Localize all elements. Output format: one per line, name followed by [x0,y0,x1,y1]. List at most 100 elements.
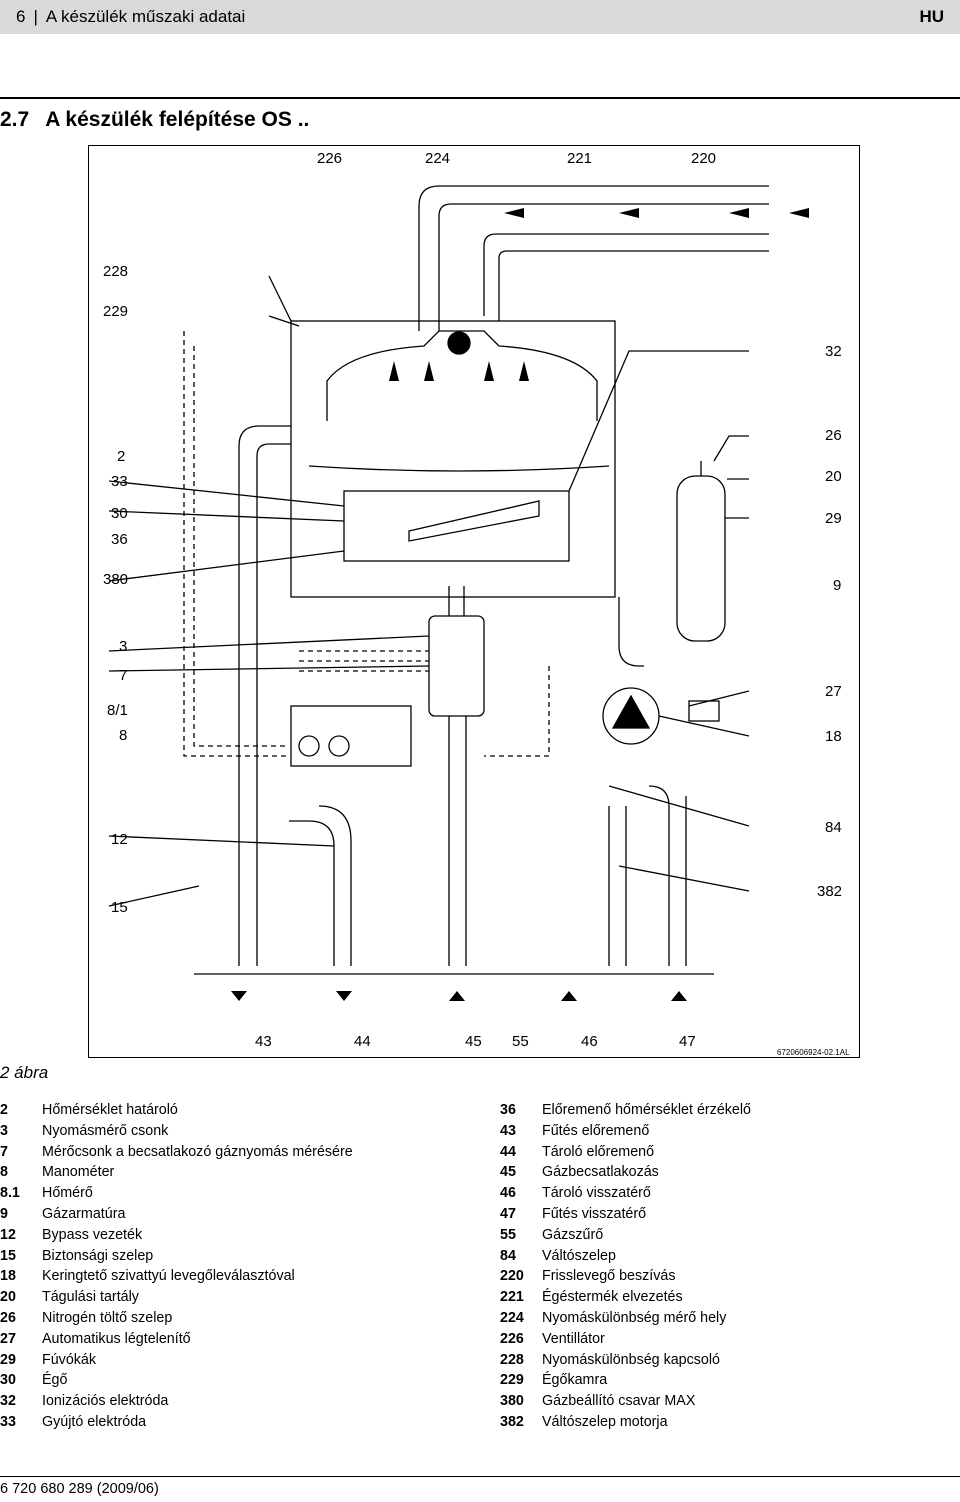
label-221: 221 [567,150,593,167]
expansion-tank [676,475,726,642]
legend-item: 55 Gázszűrő [500,1225,751,1246]
page-number: 6 [16,7,26,26]
section-title: 2.7 A készülék felépítése OS .. [0,108,309,132]
legend-number: 7 [0,1143,8,1160]
legend-text: Keringtető szivattyú levegőleválasztóval [42,1268,295,1285]
section-rule [0,97,960,99]
legend-number: 55 [500,1226,516,1243]
legend-number: 36 [500,1102,516,1118]
label-2: 2 [117,448,126,465]
boiler-diagram: 226 224 221 220 228 229 32 2 33 30 36 38… [88,145,860,1058]
label-382: 382 [817,883,843,900]
legend-text: Gyújtó elektróda [42,1413,147,1430]
legend-number: 46 [500,1185,516,1202]
label-45: 45 [465,1033,482,1050]
legend-item: 32 Ionizációs elektróda [0,1391,353,1412]
legend-item: 29 Fúvókák [0,1350,353,1371]
label-15: 15 [111,899,128,916]
legend-text: Tároló előremenő [542,1143,655,1160]
legend-number: 15 [0,1247,16,1264]
label-26: 26 [825,427,842,444]
legend-text: Váltószelep [542,1247,616,1264]
section-number: 2.7 [0,108,30,131]
legend-number: 47 [500,1205,516,1222]
legend-text: Manométer [42,1164,115,1181]
flow-arrows [231,208,809,1001]
legend-number: 3 [0,1122,8,1139]
legend-text: Tágulási tartály [42,1289,139,1306]
label-3: 3 [119,638,128,655]
legend-item: 3 Nyomásmérő csonk [0,1121,353,1142]
legend-text: Frisslevegő beszívás [542,1268,676,1285]
label-8-1: 8/1 [107,702,128,719]
knob-right [328,735,350,757]
legend-text: Hőmérséklet határoló [42,1102,178,1118]
label-84: 84 [825,819,842,836]
legend-text: Égőkamra [542,1372,608,1389]
combustion-chamber [290,320,616,598]
label-47: 47 [679,1033,696,1050]
legend-text: Bypass vezeték [42,1226,143,1243]
legend-number: 32 [0,1393,16,1410]
boiler-schematic [108,185,809,1001]
footer-rule [0,1476,960,1477]
legend-number: 2 [0,1102,8,1118]
legend-text: Fűtés előremenő [542,1122,650,1139]
label-29: 29 [825,510,842,527]
legend-item: 7 Mérőcsonk a becsatlakozó gáznyomás méré… [0,1142,353,1163]
language-code: HU [919,7,944,26]
legend-text: Gázbeállító csavar MAX [542,1393,696,1410]
page-header: 6 | A készülék műszaki adatai HU [0,0,960,34]
header-separator: | [33,7,38,26]
legend-text: Nyomáskülönbség mérő hely [542,1309,727,1326]
legend-number: 8.1 [0,1185,20,1202]
label-33: 33 [111,473,128,490]
legend-number: 33 [0,1413,16,1430]
legend-number: 84 [500,1247,516,1264]
legend-number: 380 [500,1393,524,1410]
legend-text: Előremenő hőmérséklet érzékelő [542,1102,751,1118]
label-8: 8 [119,727,128,744]
label-20: 20 [825,468,842,485]
label-12: 12 [111,831,128,848]
legend-number: 29 [0,1351,16,1368]
label-30: 30 [111,505,128,522]
legend-text: Nyomásmérő csonk [42,1122,169,1139]
figure-code: 6720606924-02.1AL [777,1048,850,1057]
legend-text: Fúvókák [42,1351,97,1368]
flue-hood [326,330,598,421]
legend-number: 45 [500,1164,516,1181]
knob-left [298,735,320,757]
legend-text: Mérőcsonk a becsatlakozó gáznyomás mérés… [42,1143,353,1160]
flow-pipe-left [238,425,291,966]
legend-number: 9 [0,1205,8,1222]
legend-number: 226 [500,1330,524,1347]
legend-text: Égő [42,1372,68,1389]
legend-text: Ionizációs elektróda [42,1393,169,1410]
legend-text: Fűtés visszatérő [542,1205,647,1222]
legend-text: Gázszűrő [542,1226,604,1243]
label-220: 220 [691,150,717,167]
legend-number: 229 [500,1372,524,1389]
legend-number: 228 [500,1351,524,1368]
legend-number: 27 [0,1330,16,1347]
legend-item: 229 Égőkamra [500,1370,751,1391]
section-heading: A készülék felépítése OS .. [45,108,310,131]
legend-item: 84 Váltószelep [500,1246,751,1267]
legend-item: 33 Gyújtó elektróda [0,1412,353,1433]
legend-text: Automatikus légtelenítő [42,1330,191,1347]
legend-number: 20 [0,1289,16,1306]
